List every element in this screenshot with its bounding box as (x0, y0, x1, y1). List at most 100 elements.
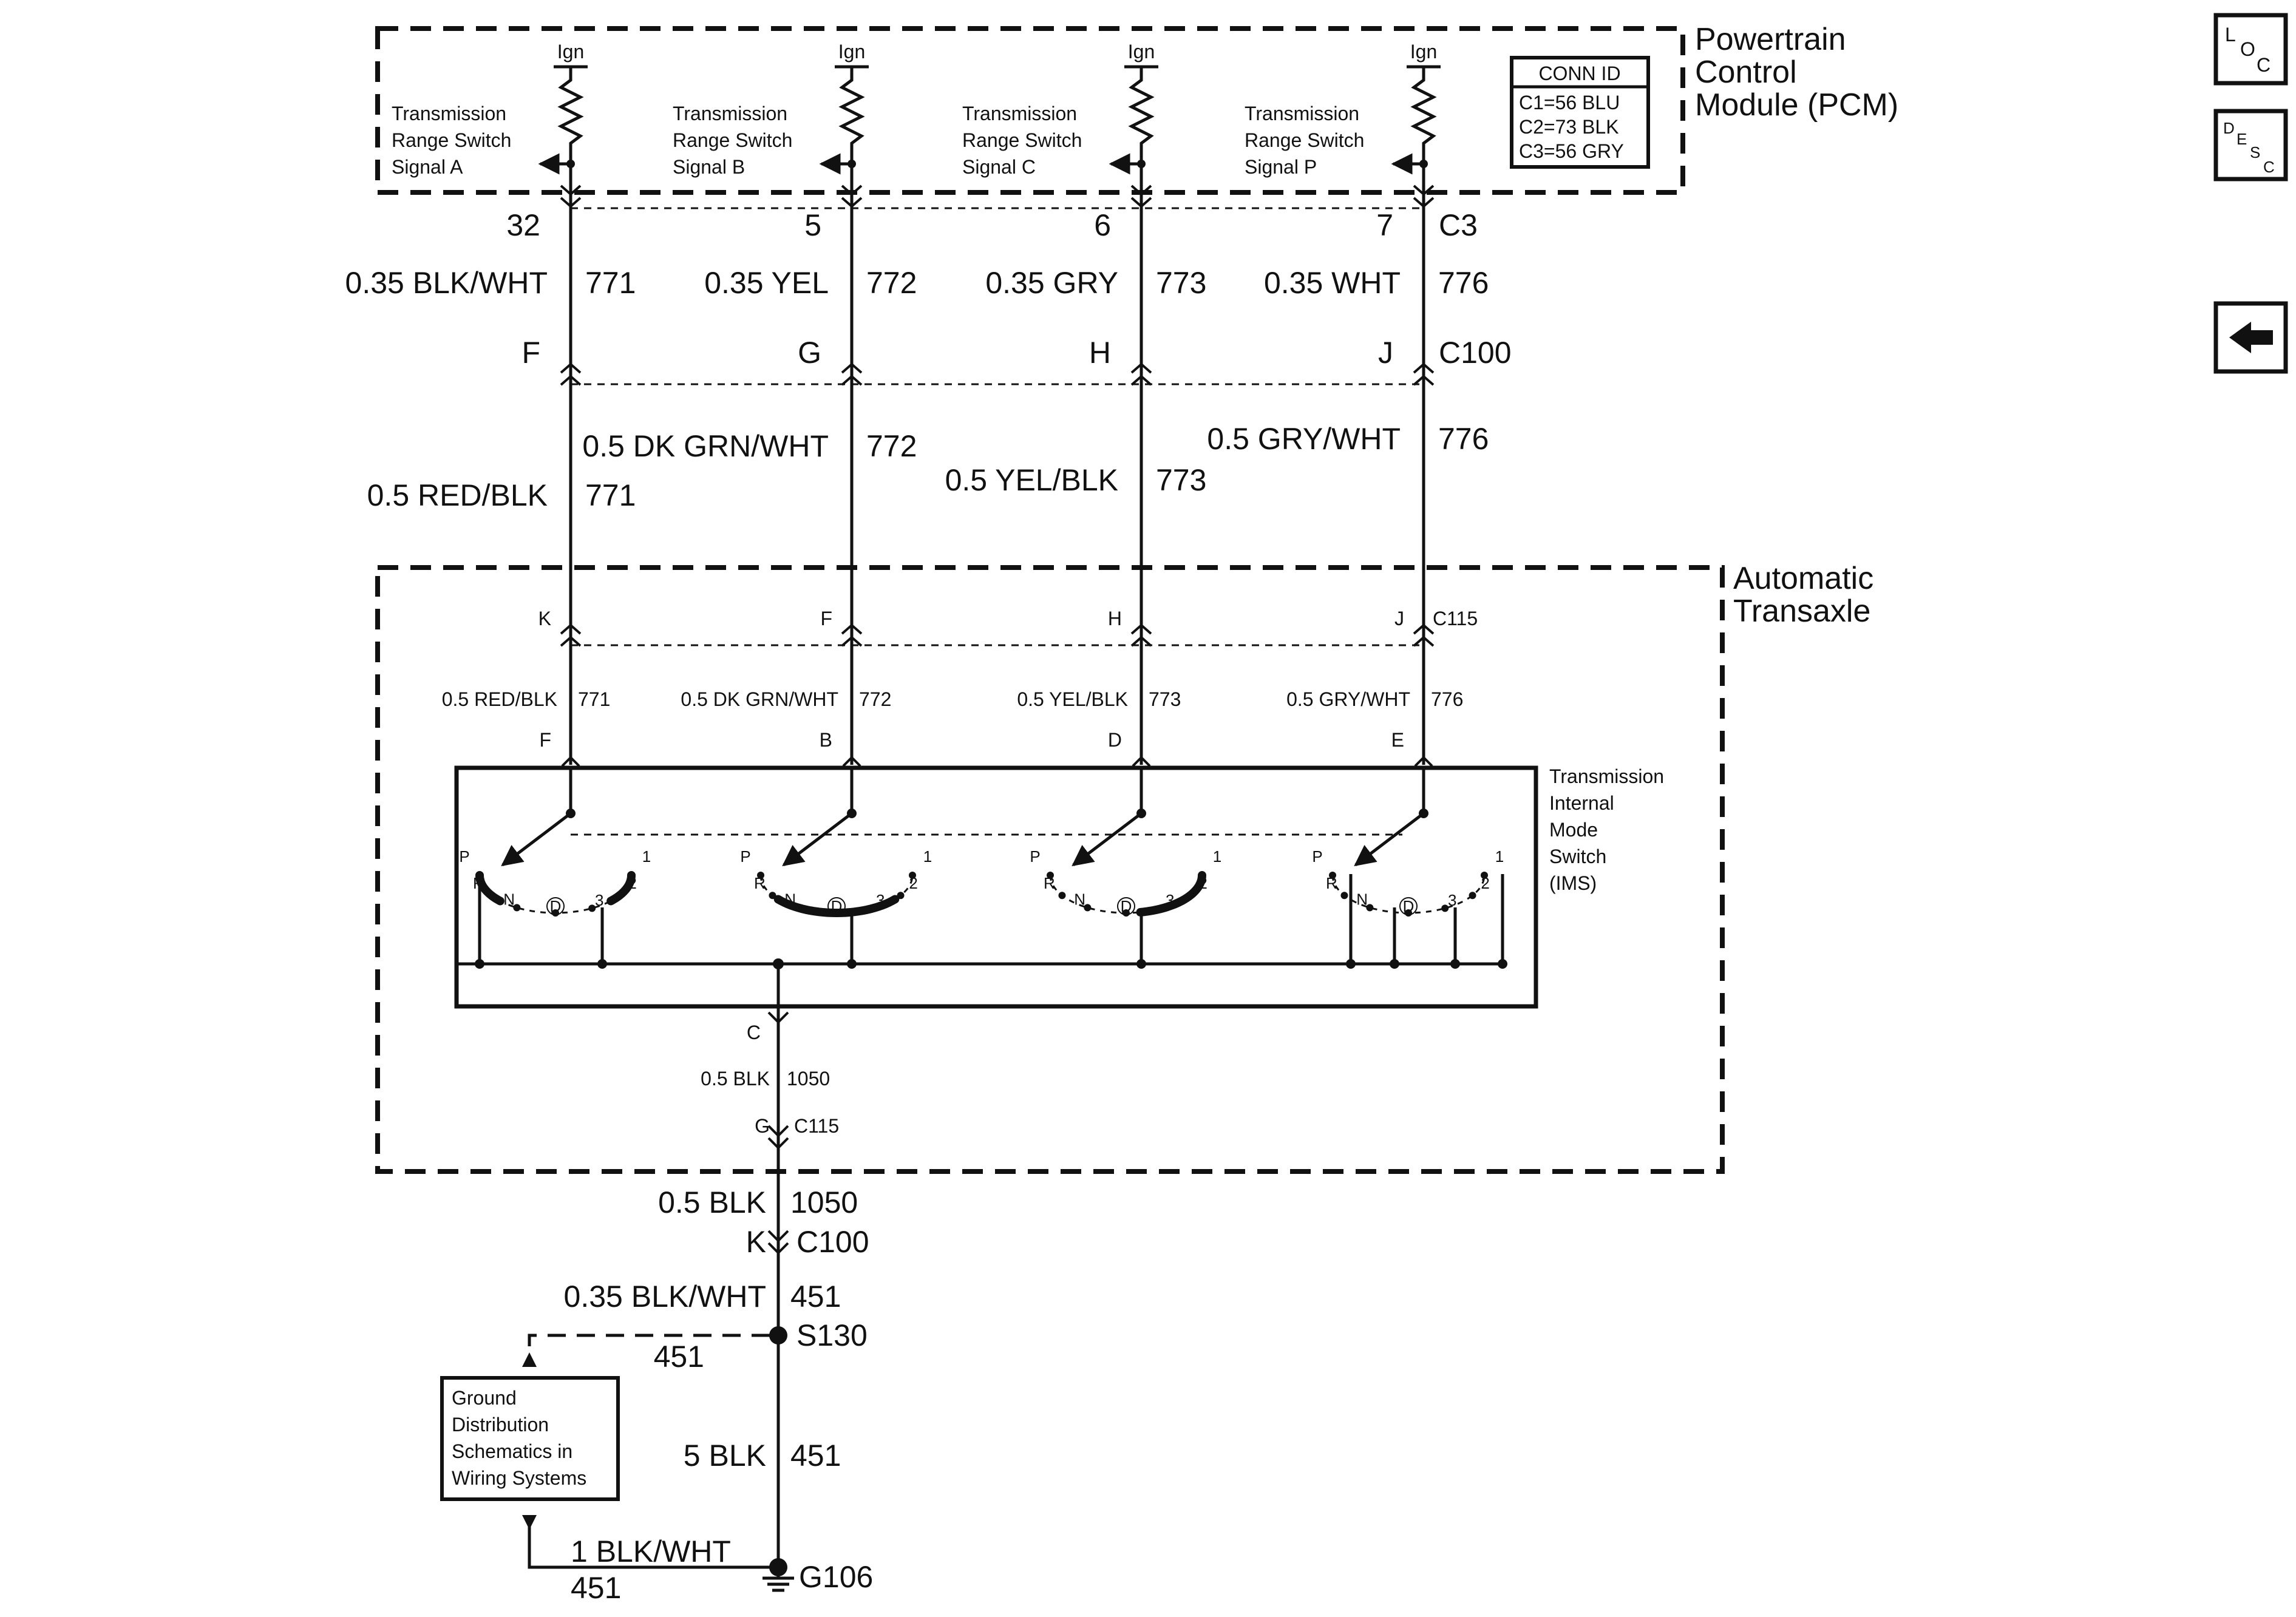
mid-wire-circuit: 773 (1156, 463, 1206, 497)
upper-wire-circuit: 773 (1156, 266, 1206, 300)
connector-terminal (1130, 362, 1152, 374)
ims-pin: F (539, 729, 551, 751)
signal-label-line: Signal B (673, 156, 745, 178)
conn-id-box: CONN ID C1=56 BLU C2=73 BLK C3=56 GRY (1510, 56, 1650, 169)
inner-ground-circuit: 1050 (787, 1068, 830, 1090)
switch-contact-dot (897, 892, 905, 900)
svg-text:C1=56 BLU: C1=56 BLU (1519, 92, 1620, 114)
lower-wire-circuit: 773 (1149, 688, 1181, 710)
lower-wire-color: 0.5 GRY/WHT (1286, 688, 1410, 710)
svg-text:Transmission: Transmission (1549, 765, 1664, 787)
connector-terminal (841, 375, 863, 386)
pcm-title: Powertrain Control Module (PCM) (1695, 22, 1898, 123)
switch-position-label: R (1326, 874, 1337, 892)
switch-position-label: N (1356, 890, 1368, 909)
connector-c115-label: C115 (1433, 608, 1478, 629)
c100-pin: G (798, 336, 821, 370)
switch-position-label: N (1074, 890, 1085, 909)
back-button[interactable] (2213, 301, 2288, 374)
mid-wire-circuit: 772 (866, 429, 917, 463)
connector-terminal (1130, 636, 1152, 647)
pcm-pin: 5 (804, 208, 821, 242)
svg-text:Control: Control (1695, 55, 1797, 90)
connector-terminal (841, 185, 863, 196)
ign-label: Ign (557, 41, 584, 63)
switch-contact-dot (616, 892, 623, 900)
connector-terminal (841, 197, 863, 208)
switch-wiper-arrow (1072, 812, 1143, 867)
switch-contact-dot (1198, 872, 1206, 879)
ims-pin: E (1391, 729, 1404, 751)
bus-junction-dot (773, 958, 784, 969)
switch-position-label: P (459, 847, 469, 866)
connector-terminal (560, 362, 582, 374)
switch-contact-dot (513, 904, 521, 912)
transaxle-boundary (375, 565, 1725, 1174)
upper-wire-circuit: 771 (585, 266, 636, 300)
ground-circuit: C 0.5 BLK 1050 G C115 0.5 BLK 1050 K C10… (440, 958, 1500, 1605)
connector-terminal (1413, 636, 1435, 647)
ims-pin: D (1108, 729, 1122, 751)
c115-pin: J (1394, 608, 1404, 629)
switch-position-label: 3 (1448, 891, 1456, 909)
transaxle-title: Automatic Transaxle (1733, 561, 1873, 629)
inner-ground-wire-color: 0.5 BLK (701, 1068, 770, 1090)
c115-pin: H (1108, 608, 1122, 629)
desc-button[interactable]: D E S C (2213, 109, 2288, 181)
switch-position-label: D (831, 897, 843, 915)
return-wire-color: 1 BLK/WHT (571, 1534, 731, 1568)
switch-contact-dot (1481, 872, 1488, 879)
connector-terminal (841, 636, 863, 647)
connector-terminal (1130, 197, 1152, 208)
switch-wiper-arrow (1354, 812, 1425, 867)
ground-distribution-ref-box (440, 1376, 620, 1501)
switch-position-label: 1 (1213, 847, 1221, 866)
signal-label-line: Transmission (1245, 103, 1359, 124)
ims-box (454, 765, 1538, 1009)
switch-position-label: P (1030, 847, 1040, 866)
switch-contact-dot (769, 892, 776, 900)
drive-circle-icon (546, 897, 565, 915)
svg-text:Ground: Ground (452, 1387, 517, 1409)
connector-terminal (841, 623, 863, 635)
svg-text:CONN ID: CONN ID (1538, 63, 1620, 84)
switch-contact-dot (909, 872, 916, 879)
splice-s130-dot (769, 1326, 787, 1344)
signal-label-line: Range Switch (962, 129, 1082, 151)
connector-terminal (1413, 362, 1435, 374)
switch-position-label: 1 (1495, 847, 1504, 866)
svg-text:O: O (2240, 38, 2255, 60)
bus-junction-dot (1498, 959, 1507, 969)
signal-label-line: Signal C (962, 156, 1036, 178)
signal-label-line: Signal A (392, 156, 463, 178)
switch-contact-dot (1441, 904, 1449, 912)
switch-contact-dot (1340, 892, 1348, 900)
loc-button[interactable]: L O C (2213, 13, 2288, 86)
switch-position-label: 3 (595, 891, 603, 909)
connector-terminal (560, 185, 582, 196)
svg-text:Schematics in: Schematics in (452, 1440, 572, 1462)
switch-contact-dot (1047, 872, 1054, 879)
main-ground-wire-color: 5 BLK (684, 1439, 766, 1473)
switch-wiper-arrow (782, 812, 853, 867)
switch-contact-dot (1469, 892, 1476, 900)
svg-text:E: E (2237, 130, 2247, 148)
connector-terminal (560, 623, 582, 635)
ims-terminal (1414, 756, 1433, 767)
svg-text:Transaxle: Transaxle (1733, 594, 1870, 629)
lower-wire-circuit: 772 (859, 688, 891, 710)
lower-wire-color: 0.5 RED/BLK (442, 688, 557, 710)
upper-wire-color: 0.35 YEL (704, 266, 829, 300)
main-ground-circuit: 451 (790, 1439, 841, 1473)
connector-c3-label: C3 (1439, 208, 1478, 242)
svg-text:Powertrain: Powertrain (1695, 22, 1846, 57)
signal-label-line: Range Switch (392, 129, 511, 151)
connector-terminal (841, 362, 863, 374)
connector-terminal (1413, 185, 1435, 196)
connector-terminal (560, 375, 582, 386)
outer-ground-circuit: 1050 (790, 1185, 858, 1219)
upper-wire-circuit: 776 (1438, 266, 1489, 300)
